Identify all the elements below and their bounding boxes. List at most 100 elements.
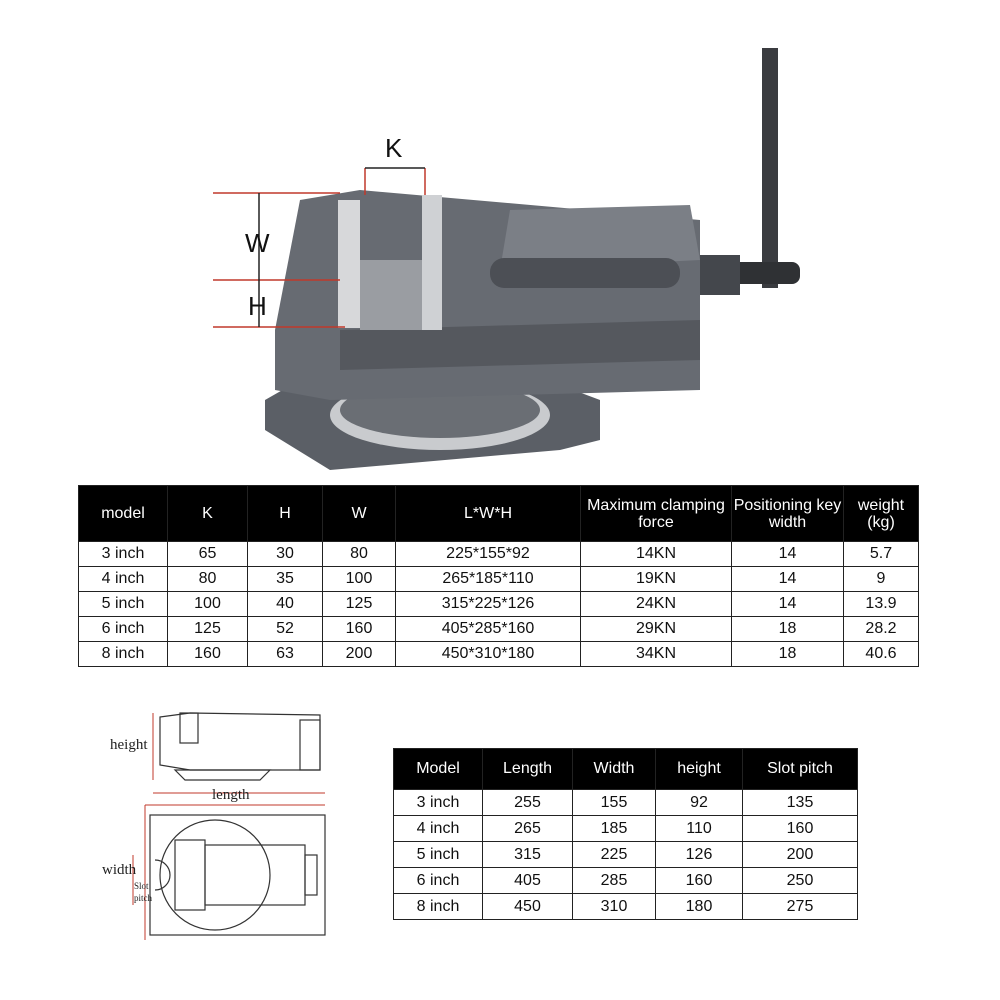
table-cell: 30: [247, 541, 323, 567]
top-view: [149, 814, 326, 936]
table-cell: 405*285*160: [395, 616, 581, 642]
spec-table: model K H W L*W*H Maximum clamping force…: [78, 485, 919, 667]
header-width: Width: [572, 748, 656, 790]
table-cell: 275: [742, 893, 858, 920]
header-weight: weight (kg): [843, 485, 919, 542]
table-cell: 4 inch: [393, 815, 483, 842]
table-cell: 3 inch: [393, 789, 483, 816]
table-cell: 40.6: [843, 641, 919, 667]
side-view: [159, 712, 321, 781]
table-cell: 450: [482, 893, 573, 920]
header-model: model: [78, 485, 168, 542]
table-cell: 185: [572, 815, 656, 842]
table-cell: 52: [247, 616, 323, 642]
table-cell: 155: [572, 789, 656, 816]
table-cell: 14: [731, 541, 844, 567]
table-cell: 126: [655, 841, 743, 868]
h-dimension-label: H: [248, 291, 267, 321]
table-cell: 405: [482, 867, 573, 894]
table-cell: 160: [167, 641, 248, 667]
table-cell: 160: [322, 616, 396, 642]
table-cell: 92: [655, 789, 743, 816]
dimension-table-header: Model Length Width height Slot pitch: [393, 748, 858, 790]
vise-handle: [720, 48, 800, 288]
vise-jaws: [338, 195, 442, 330]
table-cell: 110: [655, 815, 743, 842]
dimension-table: Model Length Width height Slot pitch 3 i…: [393, 748, 858, 920]
header-w: W: [322, 485, 396, 542]
spec-table-header: model K H W L*W*H Maximum clamping force…: [78, 485, 919, 542]
table-cell: 255: [482, 789, 573, 816]
table-cell: 135: [742, 789, 858, 816]
length-label: length: [212, 787, 250, 803]
table-cell: 24KN: [580, 591, 732, 617]
table-cell: 18: [731, 641, 844, 667]
table-cell: 80: [322, 541, 396, 567]
table-cell: 29KN: [580, 616, 732, 642]
table-cell: 225*155*92: [395, 541, 581, 567]
table-cell: 14KN: [580, 541, 732, 567]
table-cell: 285: [572, 867, 656, 894]
table-cell: 18: [731, 616, 844, 642]
header-h: H: [247, 485, 323, 542]
table-cell: 4 inch: [78, 566, 168, 592]
table-cell: 160: [655, 867, 743, 894]
table-cell: 250: [742, 867, 858, 894]
table-cell: 28.2: [843, 616, 919, 642]
table-cell: 450*310*180: [395, 641, 581, 667]
header-key-width: Positioning key width: [731, 485, 844, 542]
height-label: height: [110, 737, 148, 753]
width-label: width: [102, 862, 137, 878]
header-model: Model: [393, 748, 483, 790]
table-cell: 34KN: [580, 641, 732, 667]
table-cell: 19KN: [580, 566, 732, 592]
table-cell: 14: [731, 591, 844, 617]
table-cell: 5.7: [843, 541, 919, 567]
table-cell: 3 inch: [78, 541, 168, 567]
k-dimension-label: K: [385, 133, 403, 163]
table-cell: 80: [167, 566, 248, 592]
table-cell: 315: [482, 841, 573, 868]
table-cell: 180: [655, 893, 743, 920]
table-cell: 8 inch: [393, 893, 483, 920]
table-cell: 6 inch: [78, 616, 168, 642]
header-height: height: [655, 748, 743, 790]
table-cell: 8 inch: [78, 641, 168, 667]
table-cell: 63: [247, 641, 323, 667]
table-cell: 265*185*110: [395, 566, 581, 592]
table-cell: 35: [247, 566, 323, 592]
table-cell: 200: [742, 841, 858, 868]
table-cell: 40: [247, 591, 323, 617]
table-cell: 65: [167, 541, 248, 567]
technical-drawing: [132, 712, 326, 940]
header-k: K: [167, 485, 248, 542]
table-cell: 125: [167, 616, 248, 642]
table-cell: 100: [167, 591, 248, 617]
table-cell: 225: [572, 841, 656, 868]
table-cell: 14: [731, 566, 844, 592]
table-cell: 310: [572, 893, 656, 920]
dimension-lines: [213, 167, 426, 328]
table-cell: 265: [482, 815, 573, 842]
vise-illustration: [213, 48, 800, 470]
table-cell: 5 inch: [393, 841, 483, 868]
vise-body: [275, 190, 740, 400]
table-cell: 6 inch: [393, 867, 483, 894]
header-slot-pitch: Slot pitch: [742, 748, 858, 790]
table-cell: 13.9: [843, 591, 919, 617]
table-cell: 160: [742, 815, 858, 842]
table-cell: 9: [843, 566, 919, 592]
header-lwh: L*W*H: [395, 485, 581, 542]
w-dimension-label: W: [245, 228, 270, 258]
table-cell: 200: [322, 641, 396, 667]
